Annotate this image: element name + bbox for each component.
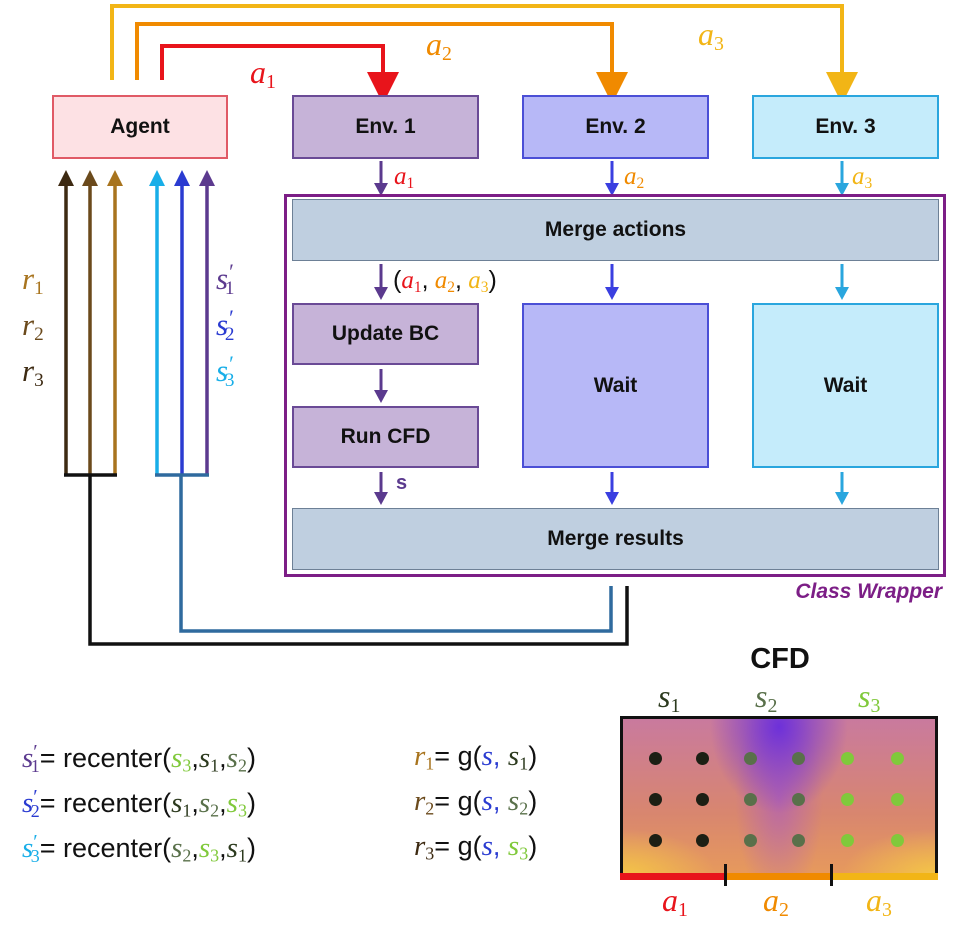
col2-arrow-3-head xyxy=(605,492,619,505)
a1-line xyxy=(160,44,399,104)
cfd-action-label-3: a3 xyxy=(866,882,892,921)
equation-recenter-1: s′1= recenter(s3,s1,s2) xyxy=(22,741,256,776)
cfd-segment-label-1: s1 xyxy=(658,678,681,717)
probe-dot xyxy=(649,752,662,765)
env-2-box: Env. 2 xyxy=(522,95,709,159)
s2-arrow xyxy=(174,170,190,186)
equation-reward-1: r1= g(s, s1) xyxy=(414,740,538,774)
equation-reward-3: r3= g(s, s3) xyxy=(414,830,538,864)
label-r2: r2 xyxy=(22,307,44,345)
label-a3-env: a3 xyxy=(852,163,873,192)
label-r1: r1 xyxy=(22,261,44,299)
label-action-tuple: (a1, a2, a3) xyxy=(393,266,497,296)
probe-dot xyxy=(841,834,854,847)
cfd-segment-label-2: s2 xyxy=(755,678,778,717)
cfd-action-label-1: a1 xyxy=(662,882,688,921)
equation-recenter-3: s′3= recenter(s2,s3,s1) xyxy=(22,831,256,866)
label-r3: r3 xyxy=(22,353,44,391)
cfd-panel-title: CFD xyxy=(750,643,810,675)
label-a3-top: a3 xyxy=(698,16,724,55)
col1-arrow-1-head xyxy=(374,287,388,300)
cfd-action-divider-2 xyxy=(830,864,833,886)
r2-arrow xyxy=(82,170,98,186)
wait-box-env-3: Wait xyxy=(752,303,939,468)
col1-arrow-3-head xyxy=(374,492,388,505)
probe-dot xyxy=(891,793,904,806)
label-s3-prime: s′3 xyxy=(216,352,235,391)
env3-down-arrow xyxy=(835,183,849,196)
return-black xyxy=(88,475,629,646)
probe-dot xyxy=(744,752,757,765)
return-blue xyxy=(179,475,613,633)
a2-line xyxy=(135,22,628,104)
label-a2-env: a2 xyxy=(624,163,645,192)
cfd-segment-label-3: s3 xyxy=(858,678,881,717)
update-bc-box: Update BC xyxy=(292,303,479,365)
probe-dot xyxy=(792,752,805,765)
label-s-output: s xyxy=(396,472,408,494)
label-a1-env: a1 xyxy=(394,163,415,192)
wait-box-env-2: Wait xyxy=(522,303,709,468)
probe-dot xyxy=(696,752,709,765)
s1-arrow xyxy=(199,170,215,186)
label-s1-prime: s′1 xyxy=(216,260,235,299)
r1-arrow xyxy=(107,170,123,186)
agent-box: Agent xyxy=(52,95,228,159)
probe-dot xyxy=(696,793,709,806)
probe-dot xyxy=(792,793,805,806)
merge-results-box: Merge results xyxy=(292,508,939,570)
cfd-action-divider-1 xyxy=(724,864,727,886)
cfd-action-bar-2 xyxy=(726,873,832,880)
r3-arrow xyxy=(58,170,74,186)
label-a1-top: a1 xyxy=(250,54,276,93)
env-1-box: Env. 1 xyxy=(292,95,479,159)
class-wrapper-frame xyxy=(284,194,946,577)
merge-actions-box: Merge actions xyxy=(292,199,939,261)
probe-dot xyxy=(891,752,904,765)
col3-arrow-3-head xyxy=(835,492,849,505)
cfd-action-label-2: a2 xyxy=(763,882,789,921)
env1-down-arrow xyxy=(374,183,388,196)
probe-dot xyxy=(649,793,662,806)
probe-dot xyxy=(841,793,854,806)
probe-dot xyxy=(649,834,662,847)
col2-arrow-1-head xyxy=(605,287,619,300)
class-wrapper-label: Class Wrapper xyxy=(795,580,942,603)
cfd-action-bar-1 xyxy=(620,873,726,880)
s3-arrow xyxy=(149,170,165,186)
probe-dot xyxy=(891,834,904,847)
cfd-field-domain xyxy=(620,716,938,876)
probe-dot xyxy=(841,752,854,765)
run-cfd-box: Run CFD xyxy=(292,406,479,468)
env-3-box: Env. 3 xyxy=(752,95,939,159)
a3-line xyxy=(110,4,858,104)
col3-arrow-1-head xyxy=(835,287,849,300)
probe-dot xyxy=(744,834,757,847)
env2-down-arrow xyxy=(605,183,619,196)
probe-dot xyxy=(792,834,805,847)
col1-arrow-2-head xyxy=(374,390,388,403)
label-s2-prime: s′2 xyxy=(216,306,235,345)
cfd-action-bar-3 xyxy=(832,873,938,880)
label-a2-top: a2 xyxy=(426,26,452,65)
probe-dot xyxy=(744,793,757,806)
equation-reward-2: r2= g(s, s2) xyxy=(414,785,538,819)
probe-dot xyxy=(696,834,709,847)
equation-recenter-2: s′2= recenter(s1,s2,s3) xyxy=(22,786,256,821)
